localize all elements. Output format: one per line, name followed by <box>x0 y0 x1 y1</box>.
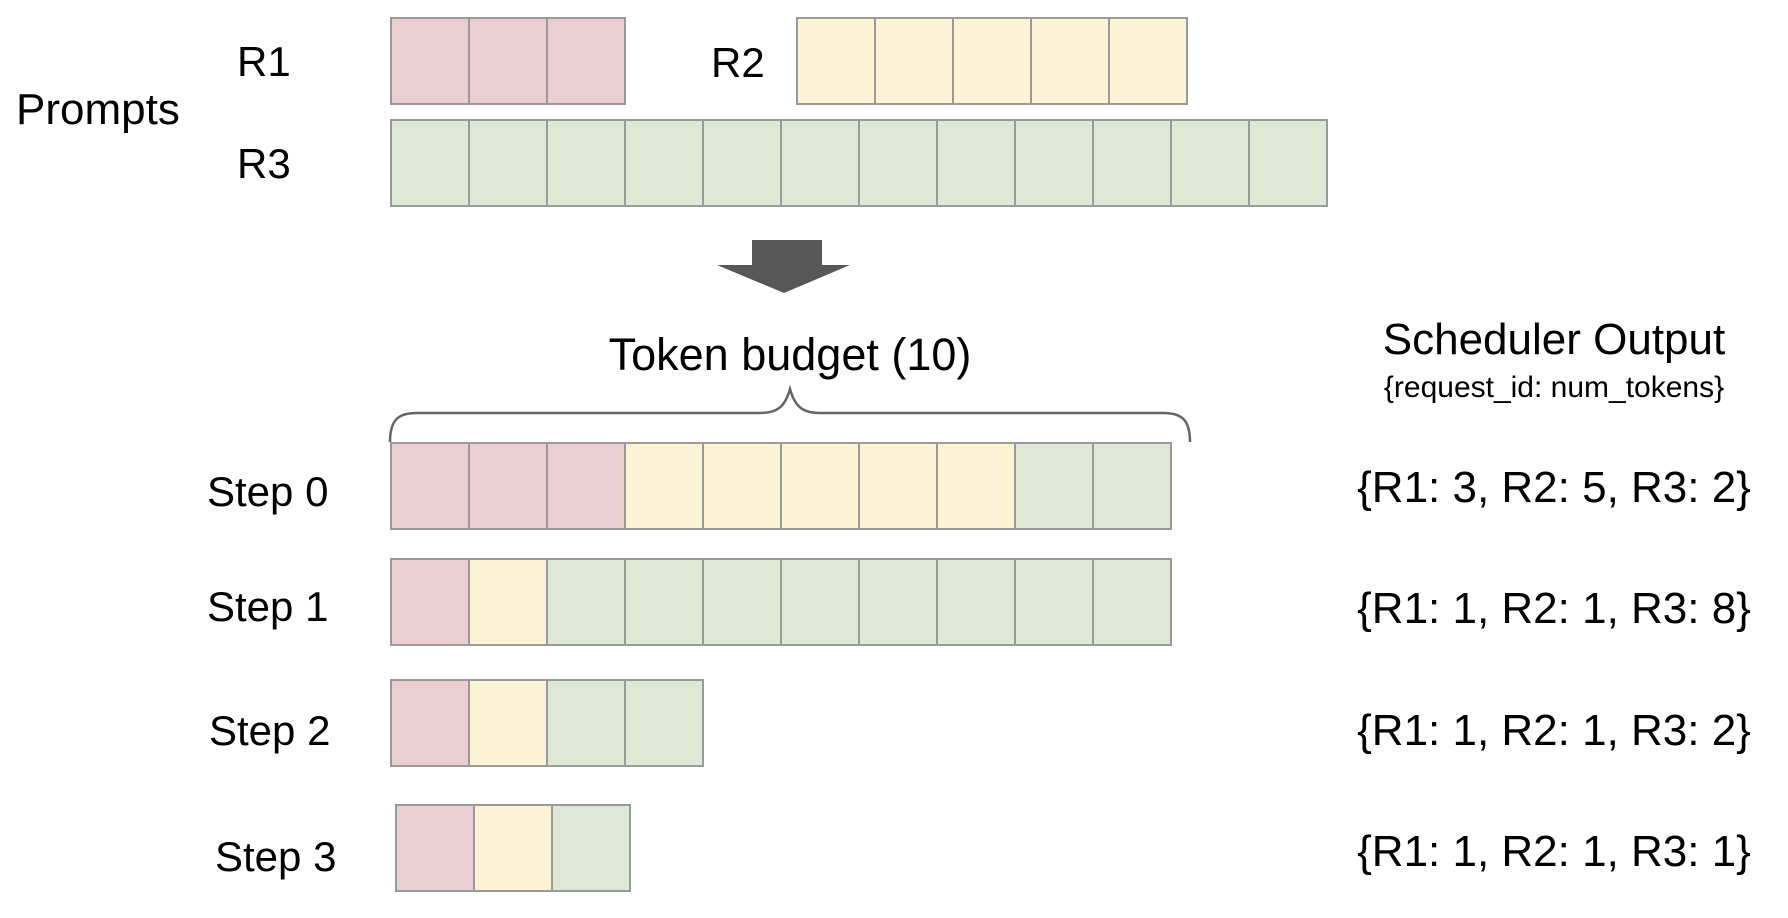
token-cell-r1 <box>546 17 626 105</box>
token-cell-r3 <box>1170 119 1250 207</box>
prompt-row-label-r2: R2 <box>711 39 765 86</box>
token-cell-r2 <box>1108 17 1188 105</box>
step-row-1 <box>390 558 1172 646</box>
token-cell-r3 <box>624 558 704 646</box>
scheduler-output-step-1: {R1: 1, R2: 1, R3: 8} <box>1357 584 1751 633</box>
token-cell-r1 <box>390 679 470 767</box>
down-arrow-icon <box>717 240 850 293</box>
prompt-row-r2 <box>796 17 1188 105</box>
token-cell-r1 <box>390 17 470 105</box>
scheduler-output-title: Scheduler Output <box>1382 315 1726 364</box>
token-cell-r1 <box>468 442 548 530</box>
token-cell-r1 <box>390 442 470 530</box>
token-cell-r2 <box>858 442 938 530</box>
token-cell-r3 <box>702 119 782 207</box>
token-cell-r3 <box>858 558 938 646</box>
token-budget-brace <box>388 384 1192 443</box>
token-cell-r2 <box>874 17 954 105</box>
token-cell-r3 <box>551 804 631 892</box>
token-cell-r3 <box>1014 442 1094 530</box>
prompt-row-label-r1: R1 <box>237 38 291 85</box>
token-cell-r2 <box>624 442 704 530</box>
token-cell-r1 <box>546 442 626 530</box>
scheduler-output-step-0: {R1: 3, R2: 5, R3: 2} <box>1357 463 1751 512</box>
token-cell-r2 <box>473 804 553 892</box>
token-cell-r2 <box>468 558 548 646</box>
token-cell-r2 <box>936 442 1016 530</box>
token-cell-r1 <box>395 804 475 892</box>
scheduler-output-step-2: {R1: 1, R2: 1, R3: 2} <box>1357 706 1751 755</box>
token-cell-r3 <box>936 119 1016 207</box>
token-cell-r3 <box>780 558 860 646</box>
token-cell-r3 <box>1092 119 1172 207</box>
token-cell-r3 <box>546 679 626 767</box>
token-cell-r3 <box>624 679 704 767</box>
step-label-3: Step 3 <box>215 833 337 880</box>
token-budget-title: Token budget (10) <box>608 329 972 380</box>
scheduler-output-step-3: {R1: 1, R2: 1, R3: 1} <box>1357 827 1751 876</box>
token-cell-r2 <box>468 679 548 767</box>
token-cell-r3 <box>1014 558 1094 646</box>
token-cell-r3 <box>468 119 548 207</box>
token-cell-r3 <box>624 119 704 207</box>
token-cell-r3 <box>546 558 626 646</box>
scheduler-output-subtitle: {request_id: num_tokens} <box>1383 371 1725 404</box>
token-cell-r1 <box>390 558 470 646</box>
token-cell-r3 <box>1092 558 1172 646</box>
token-cell-r3 <box>936 558 1016 646</box>
token-cell-r3 <box>546 119 626 207</box>
token-cell-r3 <box>1092 442 1172 530</box>
token-cell-r3 <box>702 558 782 646</box>
token-cell-r2 <box>1030 17 1110 105</box>
token-cell-r3 <box>390 119 470 207</box>
step-label-2: Step 2 <box>209 707 331 754</box>
token-cell-r2 <box>796 17 876 105</box>
token-cell-r1 <box>468 17 548 105</box>
token-cell-r3 <box>1248 119 1328 207</box>
step-row-0 <box>390 442 1172 530</box>
prompt-row-r3 <box>390 119 1328 207</box>
step-label-0: Step 0 <box>207 468 329 515</box>
prompt-row-r1 <box>390 17 626 105</box>
step-row-3 <box>395 804 631 892</box>
step-label-1: Step 1 <box>207 583 329 630</box>
token-cell-r2 <box>952 17 1032 105</box>
token-cell-r2 <box>702 442 782 530</box>
token-cell-r3 <box>780 119 860 207</box>
token-cell-r3 <box>1014 119 1094 207</box>
token-cell-r3 <box>858 119 938 207</box>
token-cell-r2 <box>780 442 860 530</box>
prompt-row-label-r3: R3 <box>237 140 291 187</box>
step-row-2 <box>390 679 704 767</box>
prompts-section-label: Prompts <box>16 85 180 134</box>
